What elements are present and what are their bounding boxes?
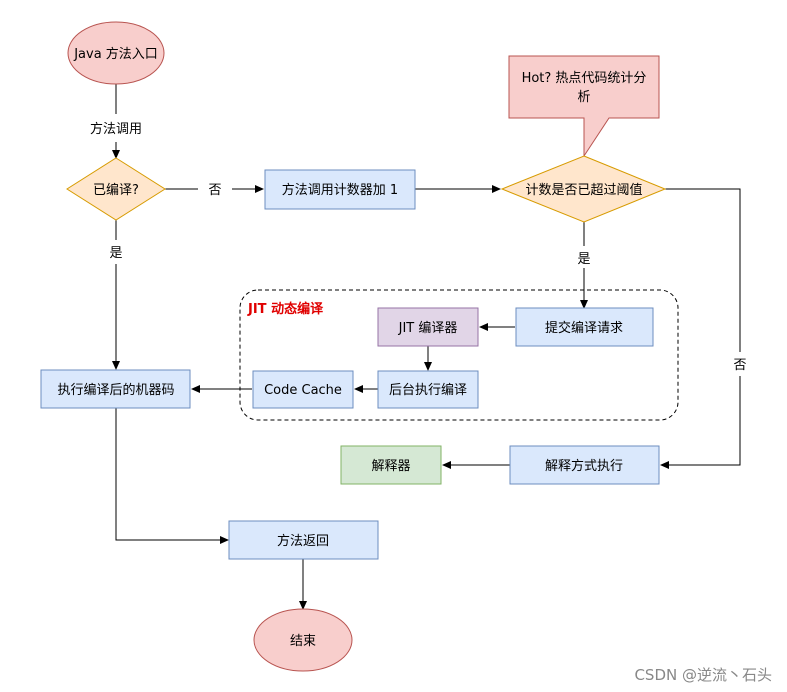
edge-execute-to-return bbox=[115, 408, 229, 544]
edge-threshold-no-b bbox=[660, 376, 741, 469]
interpret-execute-node: 解释方式执行 bbox=[509, 445, 660, 485]
jit-compiler-node: JIT 编译器 bbox=[377, 307, 479, 347]
jit-compiler-label: JIT 编译器 bbox=[398, 321, 458, 336]
interpret-execute-label: 解释方式执行 bbox=[545, 458, 623, 474]
end-node: 结束 bbox=[253, 608, 353, 672]
interpreter-label: 解释器 bbox=[371, 459, 410, 474]
start-node: Java 方法入口 bbox=[67, 21, 165, 85]
execute-machine-code-label: 执行编译后的机器码 bbox=[57, 382, 174, 398]
execute-machine-code-node: 执行编译后的机器码 bbox=[40, 369, 191, 409]
jit-group: JIT 动态编译 bbox=[239, 289, 679, 421]
compiled-decision-label: 已编译? bbox=[93, 183, 139, 198]
jit-group-title: JIT 动态编译 bbox=[247, 301, 324, 317]
edges bbox=[112, 84, 741, 610]
code-cache-node: Code Cache bbox=[252, 370, 354, 409]
code-cache-label: Code Cache bbox=[264, 383, 342, 398]
submit-request-node: 提交编译请求 bbox=[515, 307, 654, 347]
threshold-decision: 计数是否已超过阈值 bbox=[500, 155, 667, 223]
counter-increment-label: 方法调用计数器加 1 bbox=[282, 182, 398, 198]
method-return-label: 方法返回 bbox=[277, 533, 329, 549]
edge-label-method-call: 方法调用 bbox=[90, 121, 142, 137]
compiled-decision: 已编译? bbox=[66, 157, 166, 221]
edge-label-no-left: 否 bbox=[208, 183, 221, 198]
background-compile-node: 后台执行编译 bbox=[377, 370, 479, 409]
counter-increment-node: 方法调用计数器加 1 bbox=[264, 169, 416, 210]
background-compile-label: 后台执行编译 bbox=[389, 383, 467, 398]
hot-callout-line2: 析 bbox=[577, 90, 590, 105]
end-label: 结束 bbox=[290, 634, 316, 649]
submit-request-label: 提交编译请求 bbox=[545, 320, 623, 336]
method-return-node: 方法返回 bbox=[228, 520, 379, 560]
edge-label-yes-right: 是 bbox=[577, 252, 590, 267]
start-label: Java 方法入口 bbox=[73, 46, 158, 62]
hot-callout: Hot? 热点代码统计分 析 bbox=[508, 55, 660, 158]
hot-callout-line1: Hot? 热点代码统计分 bbox=[522, 71, 647, 86]
edge-threshold-no-a bbox=[665, 188, 741, 352]
edge-label-yes-left: 是 bbox=[109, 246, 122, 261]
edge-label-no-right: 否 bbox=[733, 358, 746, 373]
csdn-watermark: CSDN @逆流丶石头 bbox=[634, 666, 772, 684]
interpreter-node: 解释器 bbox=[340, 445, 442, 485]
threshold-decision-label: 计数是否已超过阈值 bbox=[525, 182, 642, 198]
